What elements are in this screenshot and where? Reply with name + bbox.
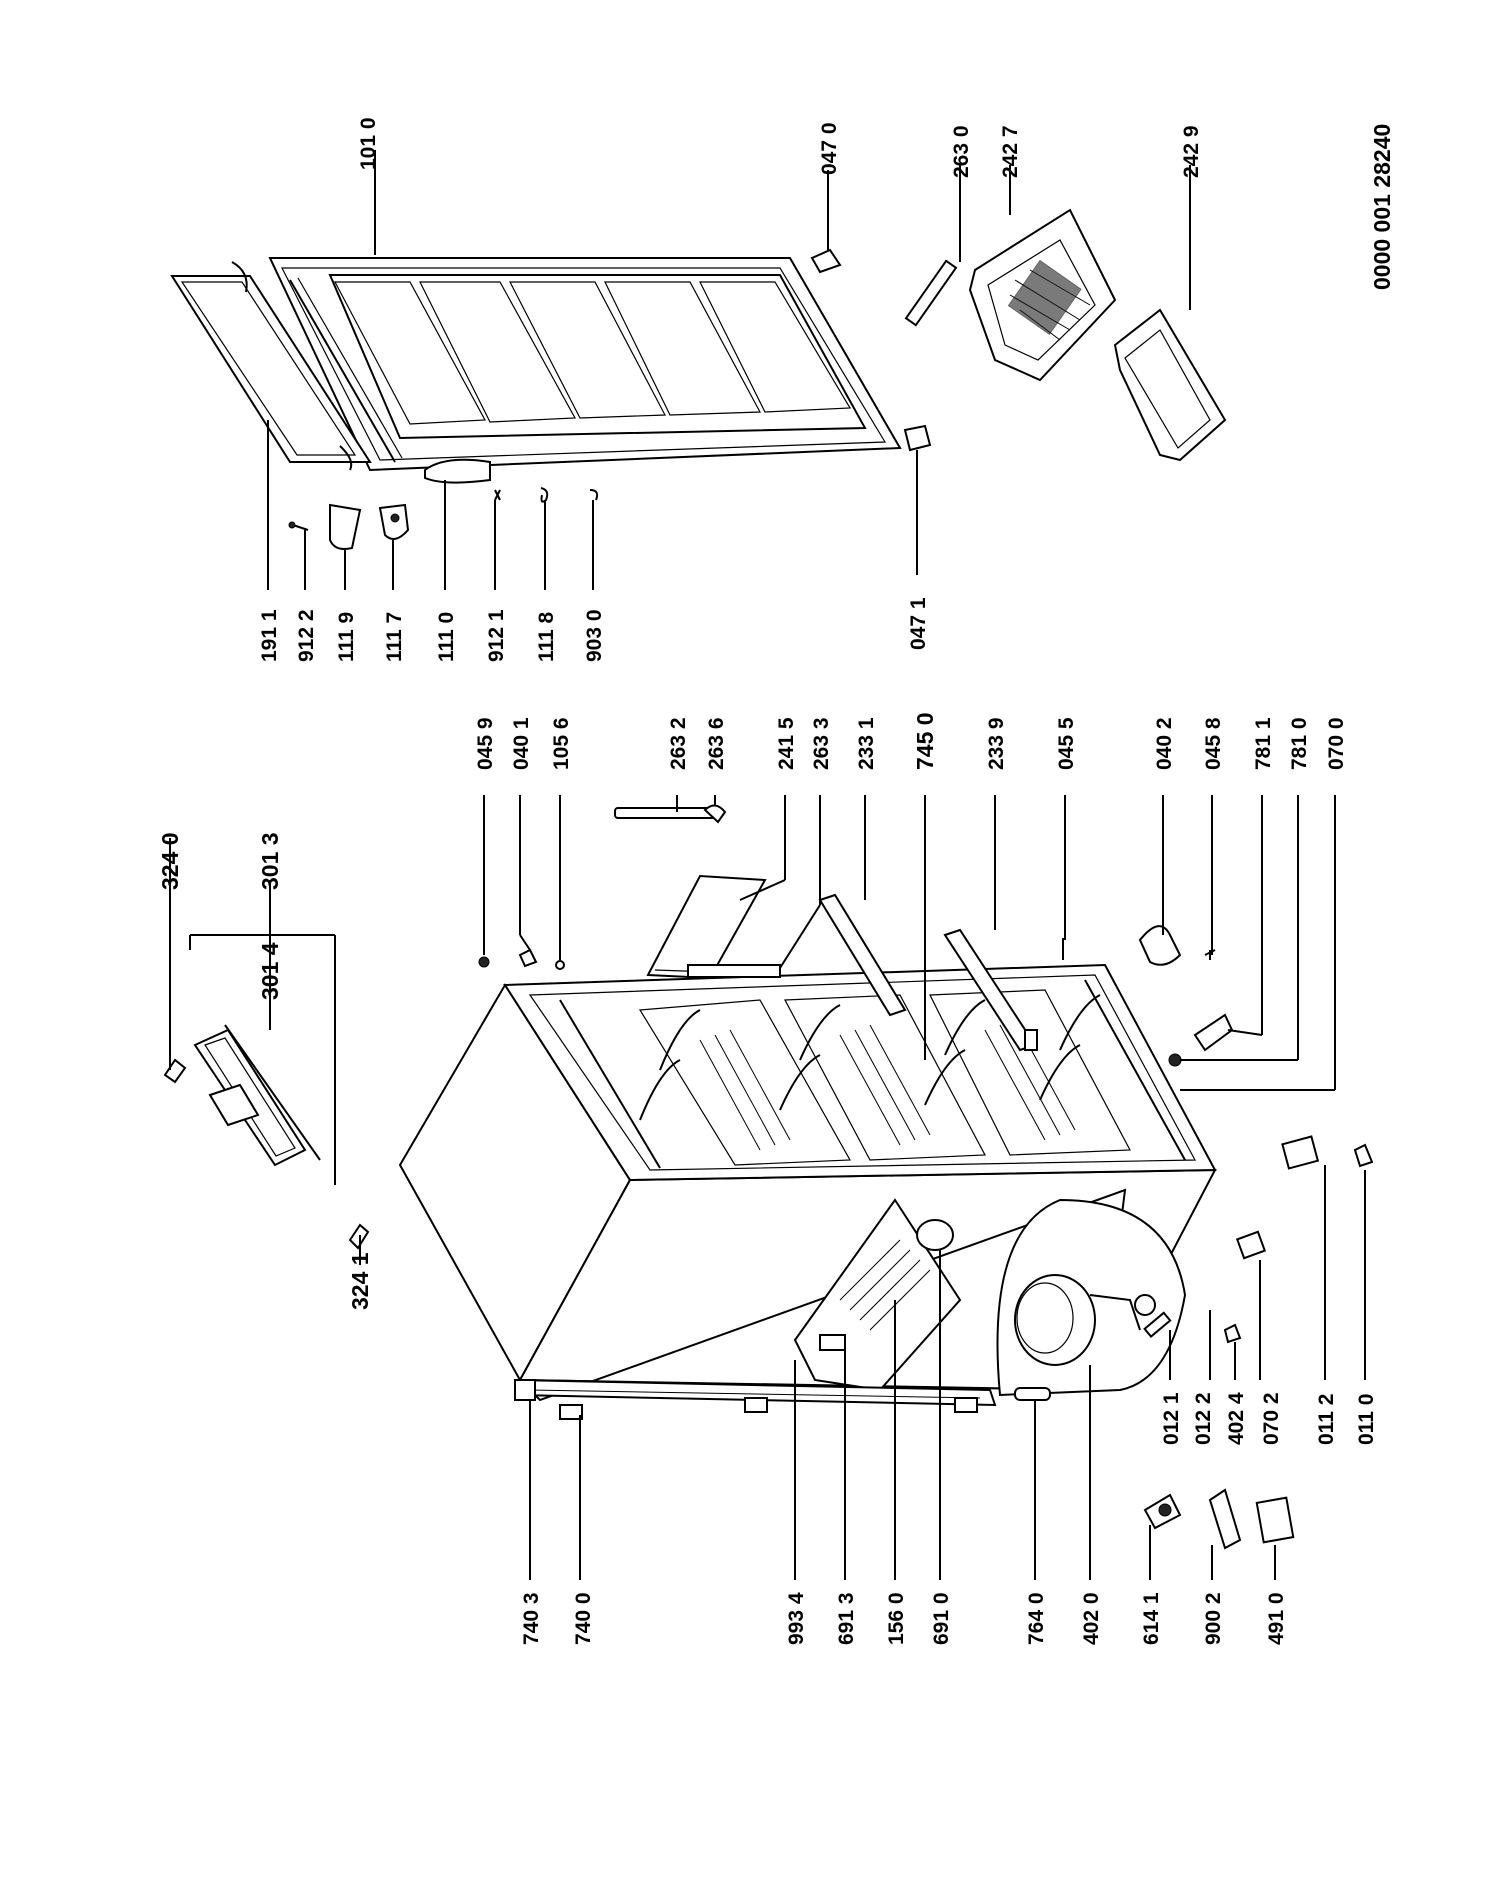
label-045-9: 045 9 [474, 717, 497, 770]
label-781-0: 781 0 [1288, 717, 1311, 770]
label-301-3: 301 3 [257, 832, 283, 890]
label-111-9: 111 9 [335, 612, 358, 662]
door-handle [424, 458, 491, 484]
label-900-2: 900 2 [1202, 1592, 1225, 1645]
label-491-0: 491 0 [1265, 1592, 1288, 1645]
label-324-1: 324 1 [347, 1252, 373, 1310]
cabinet-shelves [638, 989, 1131, 1166]
label-111-0: 111 0 [435, 612, 458, 662]
label-156-0: 156 0 [885, 1592, 908, 1645]
part-labels: 101 0 047 0 263 0 242 7 242 9 191 1 912 … [157, 117, 1378, 1645]
label-105-6: 105 6 [550, 717, 573, 770]
label-111-8: 111 8 [535, 611, 558, 662]
label-263-6: 263 6 [705, 717, 728, 770]
freezer-baskets [904, 208, 1227, 462]
label-011-0: 011 0 [1355, 1394, 1378, 1445]
label-012-1: 012 1 [1160, 1392, 1183, 1445]
label-691-0: 691 0 [930, 1592, 953, 1645]
label-242-7: 242 7 [999, 125, 1022, 178]
cabinet-fasteners [478, 925, 1234, 1067]
label-912-1: 912 1 [485, 609, 508, 662]
door-small-parts [288, 487, 599, 550]
label-614-1: 614 1 [1140, 1592, 1163, 1645]
label-691-3: 691 3 [835, 1592, 858, 1645]
label-263-0: 263 0 [950, 125, 973, 178]
label-263-3: 263 3 [810, 717, 833, 770]
label-111-7: 111 7 [383, 612, 406, 662]
label-324-0: 324 0 [157, 832, 183, 890]
hinge-parts [810, 248, 932, 452]
label-740-0: 740 0 [572, 1592, 595, 1645]
label-781-1: 781 1 [1252, 717, 1275, 770]
label-047-0: 047 0 [818, 122, 841, 175]
label-263-2: 263 2 [667, 717, 690, 770]
leader-lines [169, 150, 1366, 1580]
label-040-2: 040 2 [1153, 717, 1176, 770]
label-993-4: 993 4 [785, 1592, 808, 1645]
label-070-0: 070 0 [1325, 717, 1348, 770]
label-191-1: 191 1 [258, 609, 281, 662]
label-764-0: 764 0 [1025, 1592, 1048, 1645]
compressor-area [517, 1188, 1187, 1402]
electrical-parts [1014, 1135, 1374, 1550]
door-assembly [268, 257, 902, 472]
label-047-1: 047 1 [907, 597, 930, 650]
label-011-2: 011 2 [1315, 1394, 1338, 1445]
plinth [513, 1378, 997, 1420]
label-242-9: 242 9 [1180, 125, 1203, 178]
label-045-5: 045 5 [1055, 717, 1078, 770]
label-241-5: 241 5 [775, 717, 798, 770]
label-740-3: 740 3 [520, 1592, 543, 1645]
label-745-0: 745 0 [912, 712, 938, 770]
door-gasket [170, 261, 372, 471]
label-012-2: 012 2 [1192, 1392, 1215, 1445]
label-070-2: 070 2 [1260, 1392, 1283, 1445]
label-040-1: 040 1 [510, 717, 533, 770]
drawing-number: 0000 001 28240 [1369, 124, 1395, 290]
label-233-1: 233 1 [855, 717, 878, 770]
label-402-0: 402 0 [1080, 1592, 1103, 1645]
label-402-4: 402 4 [1225, 1392, 1248, 1445]
label-045-8: 045 8 [1202, 717, 1225, 770]
label-903-0: 903 0 [583, 609, 606, 662]
label-233-9: 233 9 [985, 717, 1008, 770]
label-301-4: 301 4 [257, 942, 283, 1000]
shelf-rails [614, 804, 1038, 1052]
label-912-2: 912 2 [295, 609, 318, 662]
label-101-0: 101 0 [357, 117, 380, 170]
